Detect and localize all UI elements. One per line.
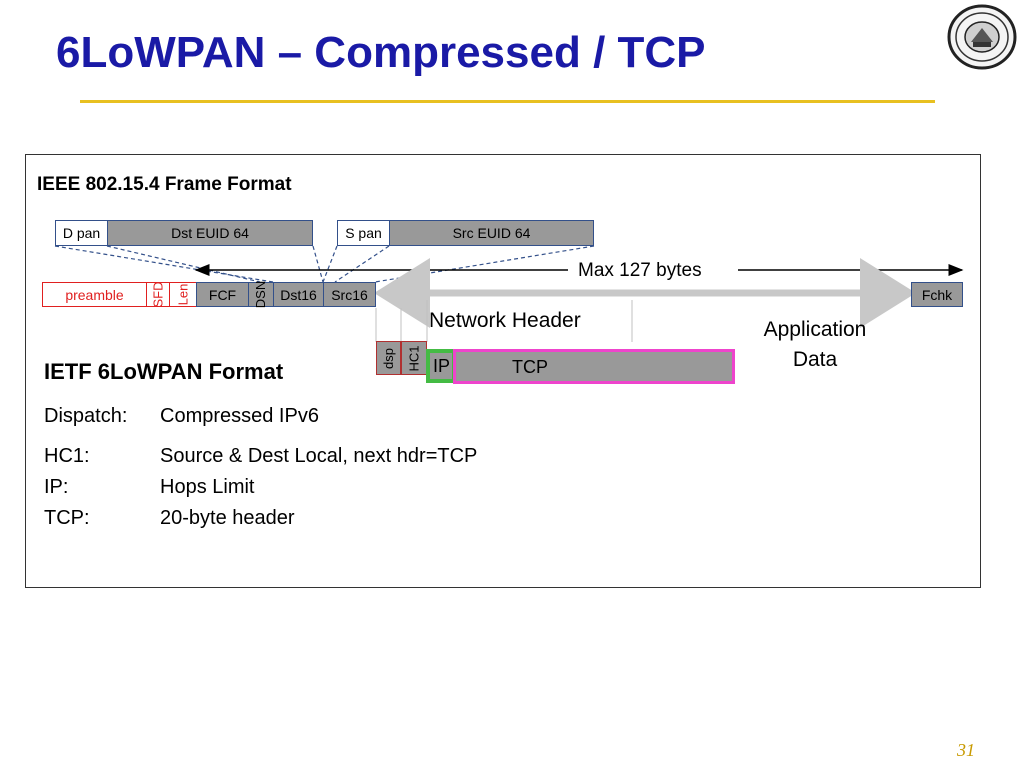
sfd-field: SFD bbox=[146, 281, 170, 308]
hc1-field: HC1 bbox=[401, 341, 427, 375]
tcp-row-label: TCP: bbox=[44, 507, 90, 529]
preamble-field: preamble bbox=[42, 282, 147, 307]
network-header-label: Network Header bbox=[429, 309, 581, 332]
hc1-row-label: HC1: bbox=[44, 445, 90, 467]
hc1-row-value: Source & Dest Local, next hdr=TCP bbox=[160, 445, 478, 467]
dispatch-value: Compressed IPv6 bbox=[160, 405, 319, 427]
header-divider-lines bbox=[375, 300, 633, 342]
slide-title: 6LoWPAN – Compressed / TCP bbox=[56, 28, 706, 77]
len-label: Len bbox=[175, 283, 191, 306]
tcp-field: TCP bbox=[453, 349, 735, 384]
address-expansion-lines bbox=[54, 245, 595, 283]
src-euid64-field: Src EUID 64 bbox=[389, 220, 594, 246]
dsn-field: DSN bbox=[248, 280, 274, 309]
ip-row-label: IP: bbox=[44, 476, 69, 498]
fcf-field: FCF bbox=[196, 282, 249, 307]
dst-euid64-field: Dst EUID 64 bbox=[107, 220, 313, 246]
application-data-label: Application Data bbox=[763, 318, 867, 371]
ip-field: IP bbox=[426, 349, 456, 383]
max-bytes-label: Max 127 bytes bbox=[578, 260, 702, 281]
university-seal-icon bbox=[947, 4, 1017, 70]
title-rule bbox=[80, 100, 935, 103]
frame-heading: IEEE 802.15.4 Frame Format bbox=[37, 174, 292, 195]
fchk-field: Fchk bbox=[911, 282, 963, 307]
hc1-label: HC1 bbox=[406, 344, 422, 372]
dsn-label: DSN bbox=[253, 280, 269, 309]
dst16-field: Dst16 bbox=[273, 282, 324, 307]
dsp-field: dsp bbox=[376, 341, 401, 375]
dsp-label: dsp bbox=[381, 347, 396, 369]
src16-field: Src16 bbox=[323, 282, 376, 307]
lowpan-heading: IETF 6LoWPAN Format bbox=[44, 359, 284, 384]
sfd-label: SFD bbox=[150, 281, 166, 308]
d-pan-field: D pan bbox=[55, 220, 108, 246]
len-field: Len bbox=[169, 282, 197, 307]
ip-row-value: Hops Limit bbox=[160, 476, 255, 498]
dispatch-label: Dispatch: bbox=[44, 405, 128, 427]
tcp-row-value: 20-byte header bbox=[160, 507, 295, 529]
page-number: 31 bbox=[957, 740, 975, 760]
